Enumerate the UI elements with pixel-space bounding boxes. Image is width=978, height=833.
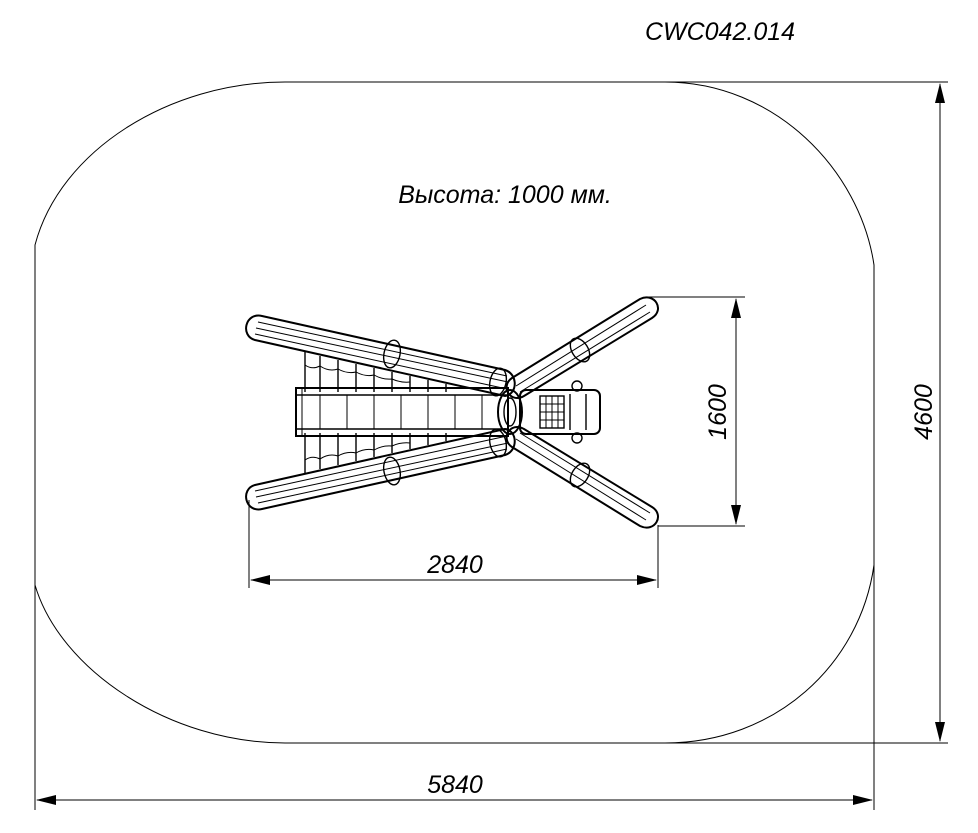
central-bridge bbox=[295, 387, 509, 437]
log-upper-right bbox=[505, 296, 659, 399]
equipment-width-label: 2840 bbox=[426, 551, 483, 579]
zone-height-label: 4600 bbox=[910, 384, 938, 440]
junction-post bbox=[497, 389, 523, 435]
height-note: Высота: 1000 мм. bbox=[398, 181, 612, 209]
log-upper-left bbox=[245, 314, 516, 398]
log-lower-left bbox=[245, 427, 516, 511]
rope-net-upper bbox=[304, 352, 447, 392]
equipment-height-label: 1600 bbox=[704, 384, 732, 440]
zone-height-dimension: 4600 bbox=[665, 81, 948, 744]
drawing-code: CWC042.014 bbox=[645, 18, 795, 46]
log-lower-right bbox=[505, 426, 659, 529]
equipment-width-dimension: 2840 bbox=[248, 500, 659, 588]
equipment-height-dimension: 1600 bbox=[645, 296, 745, 527]
tower-deck bbox=[519, 380, 601, 444]
equipment-plan bbox=[245, 296, 659, 529]
zone-width-label: 5840 bbox=[427, 771, 483, 799]
zone-width-dimension: 5840 bbox=[34, 250, 875, 810]
